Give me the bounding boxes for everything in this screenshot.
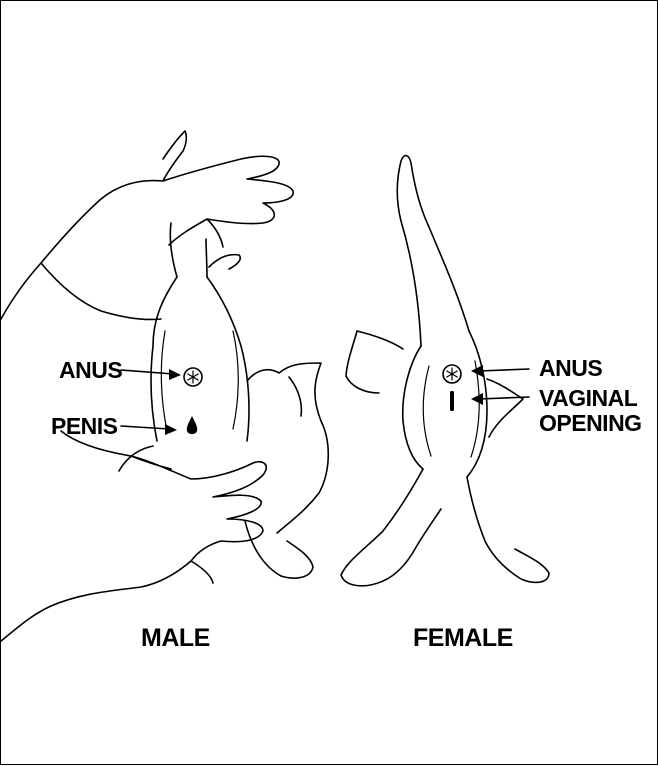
male-penis-arrow [121, 426, 169, 429]
female-right-ear [487, 379, 523, 437]
male-penis-label: PENIS [51, 415, 118, 437]
female-kitten-drawing [341, 156, 549, 586]
male-caption: MALE [141, 624, 210, 653]
hands-drawing [1, 131, 293, 641]
female-vaginal-label-line1: VAGINAL [539, 387, 637, 409]
upper-hand [1, 131, 293, 320]
female-vaginal-mark [450, 391, 454, 411]
male-tail [170, 223, 207, 277]
male-feet [245, 521, 313, 578]
female-anus-label: ANUS [539, 357, 602, 379]
female-left-ear [346, 331, 403, 393]
male-anus-label: ANUS [59, 359, 122, 381]
male-body [151, 277, 249, 441]
lower-hand [1, 431, 266, 641]
female-body [403, 331, 487, 477]
female-vaginal-label-line2: OPENING [539, 412, 642, 434]
male-penis-mark [187, 416, 197, 434]
male-kitten-drawing [119, 223, 328, 578]
female-anus-arrow [479, 369, 529, 371]
male-ear [209, 255, 240, 269]
male-anus-arrow [121, 370, 173, 374]
male-thigh-lines [161, 331, 238, 431]
female-tail [397, 156, 469, 346]
female-caption: FEMALE [413, 624, 513, 653]
pointer-arrows [121, 365, 529, 435]
female-legs [341, 469, 549, 586]
